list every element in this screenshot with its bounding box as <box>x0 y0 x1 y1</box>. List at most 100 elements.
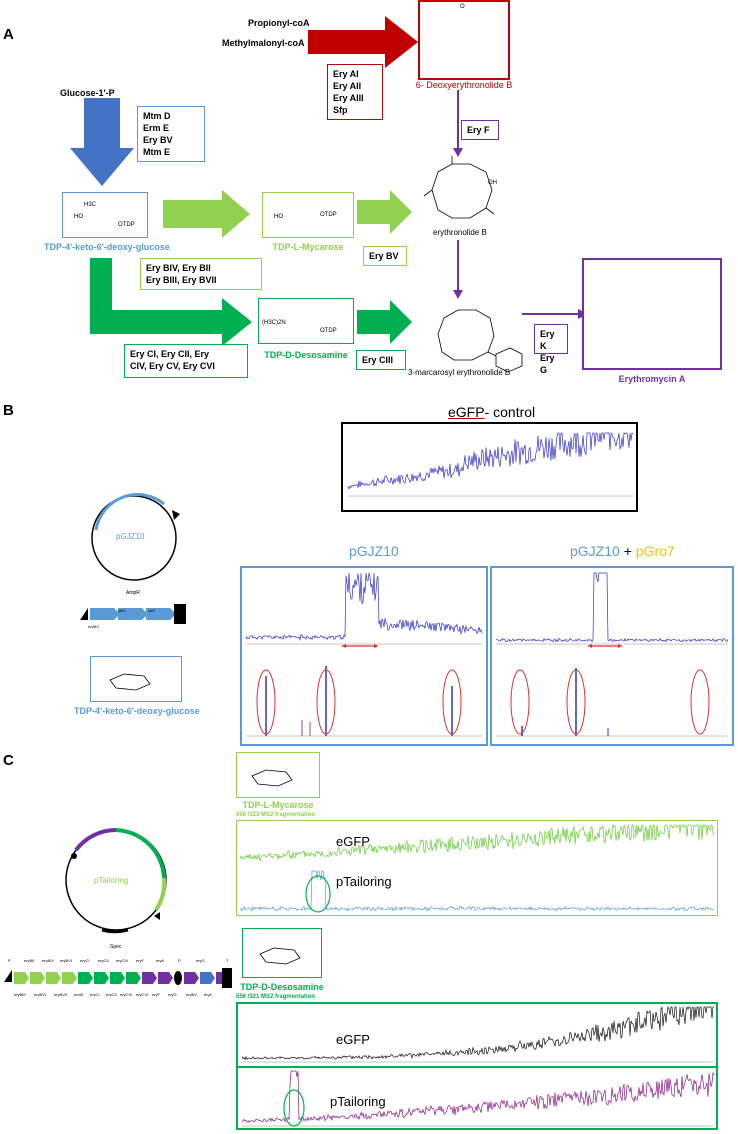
operon-label-P1: P <box>8 958 11 963</box>
operon-gene-arrow <box>200 972 215 984</box>
trace-mycarose-ptailoring <box>239 870 715 913</box>
panel-c-letter: C <box>3 752 14 769</box>
enzymes-desosamine-2: CIV, Ery CV, Ery CVI <box>130 361 215 371</box>
enzymes-desosamine-1: Ery CI, Ery CII, Ery <box>130 349 210 359</box>
enzyme-mtmE: Mtm E <box>143 147 170 157</box>
operon-gene-11: eryBV <box>186 992 197 997</box>
divider-desosamine <box>236 1066 718 1068</box>
trace-mycarose-ptailoring-label: pTailoring <box>336 874 392 889</box>
trace-pgjz10 <box>245 572 483 648</box>
operon-gene-arrow <box>142 972 157 984</box>
operon-gene-arrow <box>78 972 93 984</box>
operon-label-T: T <box>226 958 229 963</box>
label-desosamine: TDP-D-Desosamine <box>264 350 348 360</box>
enzyme-eryF-box: Ery F <box>461 120 499 140</box>
box-6deb <box>418 0 510 80</box>
label-keto-glucose: TDP-4'-keto-6'-deoxy-glucose <box>44 242 170 252</box>
operon-label-8: eryK <box>156 958 165 963</box>
box-mycarose <box>262 192 354 238</box>
enzyme-eryG: Ery G <box>540 353 555 375</box>
operon-label-3: eryBVI <box>60 958 73 963</box>
operon-gene-arrow <box>184 972 199 984</box>
operon-gene-arrow <box>46 972 61 984</box>
struct-h3c-1: H3C <box>84 202 97 208</box>
enzymes-mycarose: Ery BIV, Ery BII Ery BIII, Ery BVII <box>140 258 262 290</box>
enzyme-eryAI: Ery AI <box>333 69 359 79</box>
operon-label-2: eryBIV <box>42 958 55 963</box>
enzymes-mycarose-1: Ery BIV, Ery BII <box>146 263 211 273</box>
label-desosamine-c: TDP-D-Desosamine <box>240 982 324 992</box>
operon-gene-arrow <box>110 972 125 984</box>
enzyme-eryCIII-box: Ery CIII <box>356 350 406 370</box>
operon-gene-4: ermE <box>74 992 84 997</box>
operon-gene-9: eryF <box>152 992 160 997</box>
cassette-gene-1: eryBV <box>88 624 99 629</box>
enzyme-eryBV-1: Ery BV <box>143 135 173 145</box>
ms-pgjz10 <box>246 666 482 737</box>
enzyme-eryK: Ery K <box>540 329 555 351</box>
box-keto-glucose-b <box>90 656 182 702</box>
label-mycarose-c: TDP-L-Mycarose <box>242 800 314 810</box>
arrow-lightgreen-1 <box>163 190 250 238</box>
operon-gene-6: eryCII <box>106 992 117 997</box>
operon-gene-arrow <box>14 972 29 984</box>
operon-label-6: eryCIV <box>116 958 129 963</box>
enzyme-eryAIII: Ery AIII <box>333 93 364 103</box>
pgjz10-pgro7-title: pGJZ10 + pGro7 <box>570 543 675 559</box>
struct-ho-1: HO <box>74 214 83 220</box>
plasmid-ptailoring-marker: Spec <box>110 944 122 950</box>
cassette-pgjz10 <box>80 604 186 624</box>
cassette-gene-2: strD <box>118 608 126 613</box>
label-mycarose-frag: 556 /323 MS2 fragmentation <box>236 812 316 818</box>
precursor-propionyl: Propionyl-coA <box>248 18 310 28</box>
enzymes-kg: Ery K Ery G <box>534 324 568 375</box>
enzyme-ermE: Erm E <box>143 123 170 133</box>
plasmid-pgjz10-name: pGJZ10 <box>116 532 145 541</box>
structure-keto-glucose-b <box>109 673 151 691</box>
box-desosamine-c <box>242 928 322 978</box>
plasmid-ptailoring-name: pTailoring <box>94 876 129 885</box>
chromatogram-mycarose <box>236 820 718 916</box>
panel-b-letter: B <box>3 402 14 419</box>
enzyme-mtmD: Mtm D <box>143 111 171 121</box>
operon-gene-7: eryCIV <box>120 992 133 997</box>
label-desosamine-frag: 556 /321 MS2 fragmentation <box>236 994 316 1000</box>
trace-mycarose-egfp <box>239 823 715 863</box>
struct-otdp-3: OTDP <box>320 328 337 334</box>
label-erythromycin: Erythromycin A <box>618 374 686 384</box>
operon-gene-arrow <box>94 972 109 984</box>
operon-gene-3: eryBVII <box>54 992 68 997</box>
arrow-darkgreen-L <box>90 258 252 346</box>
operon-promoter-mark <box>174 971 182 985</box>
label-erythronolide: erythronolide B <box>433 228 487 237</box>
chromatogram-pgjz10 <box>240 566 488 746</box>
enzyme-sfp: Sfp <box>333 105 348 115</box>
pgjz10-pgro7-plus: + <box>619 543 636 559</box>
box-mycarose-c <box>236 752 320 798</box>
operon-label-9: eryG <box>196 958 205 963</box>
operon-gene-1: eryBIII <box>14 992 26 997</box>
structure-desosamine-c <box>259 947 301 965</box>
arrow-lightgreen-2 <box>357 190 412 234</box>
label-marcarosyl: 3-marcarosyl erythronolide B <box>408 368 511 377</box>
struct-nme2: (H3C)2N <box>262 320 286 326</box>
structure-marcarosyl <box>437 309 523 373</box>
box-keto-glucose <box>62 192 148 238</box>
pgjz10-pgro7-a: pGJZ10 <box>570 543 620 559</box>
struct-otdp-2: OTDP <box>320 212 337 218</box>
box-erythromycin <box>582 258 722 370</box>
operon-label-1: eryBII <box>24 958 35 963</box>
operon-gene-8: eryCVI <box>136 992 149 997</box>
egfp-title-b: - control <box>484 404 536 420</box>
operon-label-7: eryF <box>136 958 144 963</box>
enzyme-eryF: Ery F <box>467 125 490 135</box>
enzymes-glucose: Mtm D Erm E Ery BV Mtm E <box>137 106 205 162</box>
structure-mycarose-c <box>251 769 293 787</box>
operon-gene-10: eryG <box>168 992 177 997</box>
trace-desosamine-egfp <box>241 1005 714 1063</box>
structure-erythronolide <box>423 156 495 219</box>
cassette-gene-3: strE <box>148 608 156 613</box>
plasmid-pgjz10-marker: AmpR <box>126 590 140 596</box>
trace-mycarose-egfp-label: eGFP <box>336 834 370 849</box>
egfp-control-title: eGFP- control <box>448 404 535 420</box>
